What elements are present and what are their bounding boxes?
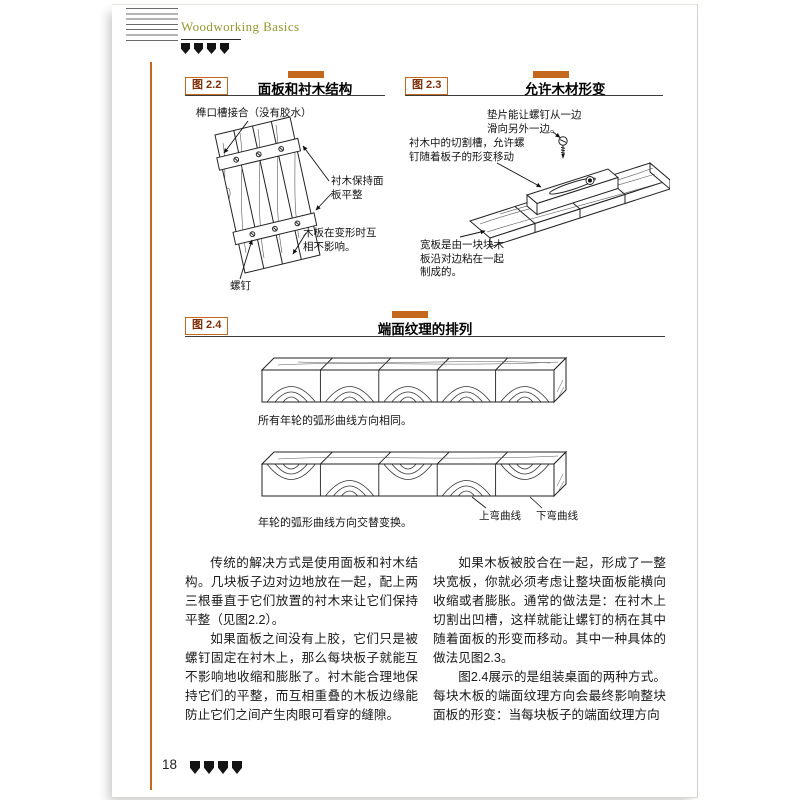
fig22-annotation-batten: 衬木保持面板平整 [331, 175, 384, 201]
slotted-batten [527, 169, 618, 215]
fig22-annotation-joint: 榫口槽接合（没有胶水） [196, 107, 312, 119]
fig24-label-upcurve: 上弯曲线 [479, 510, 521, 522]
wide-board [470, 163, 670, 247]
fig24-caption-same: 所有年轮的弧形曲线方向相同。 [258, 415, 412, 427]
fig22-accent-bar [288, 71, 324, 78]
growth-ring-arcs [267, 387, 549, 403]
pennant-icon [194, 43, 203, 54]
fig22-annotation-boards: 木板在变形时互相不影响。 [303, 227, 377, 253]
footer-pennants [190, 761, 242, 774]
paragraph: 如果面板之间没有上胶，它们只是被螺钉固定在衬木上，那么每块板子就能互不影响地收缩… [185, 632, 418, 722]
page-number: 18 [162, 757, 178, 772]
fig23-drawing [405, 103, 670, 310]
screw-icons [234, 147, 300, 237]
slot [549, 175, 597, 196]
pennant-icon [220, 43, 229, 54]
pennant-icon [181, 43, 190, 54]
fig24-leader-lines [472, 497, 542, 508]
pennant-icon [218, 761, 228, 774]
pennant-icon [207, 43, 216, 54]
fig24-title: 端面纹理的排列 [377, 322, 473, 337]
paragraph: 图2.4展示的是组装桌面的两种方式。每块木板的端面纹理方向会最终影响整块面板的形… [433, 670, 666, 722]
fig23-label: 图 2.3 [405, 77, 449, 95]
fig24-label: 图 2.4 [185, 317, 229, 335]
fig22-annotation-screw: 螺钉 [230, 280, 251, 292]
fig22-label: 图 2.2 [185, 77, 229, 95]
pennant-icon [190, 761, 200, 774]
fig23-rule [405, 95, 663, 96]
fig22-leader-arrows [224, 121, 332, 279]
brand-title: Woodworking Basics [181, 19, 300, 34]
corner-rule-lines [126, 8, 178, 45]
body-column-right: 如果木板被胶合在一起，形成了一整块宽板，你就必须考虑让整块面板能横向收缩或者膨胀… [433, 554, 666, 725]
header-pennants [181, 43, 229, 54]
fig24-accent-bar [392, 311, 428, 318]
fig24-rule [185, 336, 665, 337]
fig24-board-same [258, 352, 578, 408]
fig24-board-alternating [258, 448, 578, 512]
fig22-title: 面板和衬木结构 [257, 82, 353, 97]
fig24-caption-alternating: 年轮的弧形曲线方向交替变换。 [258, 517, 412, 529]
margin-accent-line [150, 62, 152, 790]
paragraph: 传统的解决方式是使用面板和衬木结构。几块板子边对边地放在一起，配上两三根垂直于它… [185, 556, 418, 627]
fig23-accent-bar [533, 71, 569, 78]
fig23-title: 允许木材形变 [524, 82, 606, 97]
brand-underline [181, 39, 241, 40]
pennant-icon [204, 761, 214, 774]
fig23-annotation-washer: 垫片能让螺钉从一边滑向另外一边。 [487, 109, 582, 135]
paragraph: 如果木板被胶合在一起，形成了一整块宽板，你就必须考虑让整块面板能横向收缩或者膨胀… [433, 556, 666, 665]
fig22-rule [185, 95, 385, 96]
body-column-left: 传统的解决方式是使用面板和衬木结构。几块板子边对边地放在一起，配上两三根垂直于它… [185, 554, 418, 725]
fig23-annotation-wideboard: 宽板是由一块块木板沿对边粘在一起制成的。 [420, 239, 504, 279]
fig22-drawing [190, 103, 470, 308]
screw-icon [559, 137, 567, 159]
fig23-annotation-slot: 衬木中的切割槽，允许螺钉随着板子的形变移动 [409, 137, 525, 163]
fig23-leader-arrows [460, 132, 561, 237]
fig24-label-downcurve: 下弯曲线 [536, 510, 578, 522]
battens [217, 138, 317, 244]
growth-ring-arcs [267, 464, 549, 496]
pennant-icon [232, 761, 242, 774]
